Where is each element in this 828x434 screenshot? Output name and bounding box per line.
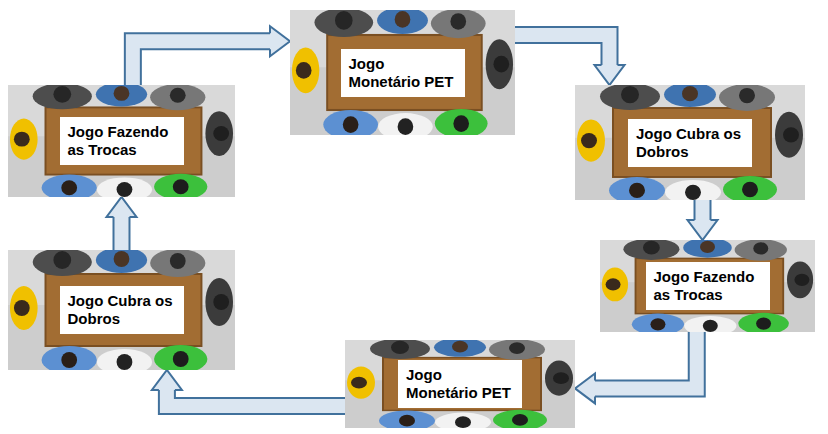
node-label: Jogo Fazendo as Trocas: [68, 123, 176, 159]
arrow-shaft: [696, 200, 710, 220]
photo-scene: [600, 240, 815, 332]
arrow-head-outline: [688, 220, 718, 240]
arrow-outline: [595, 332, 697, 388]
block-arrow: [575, 332, 697, 403]
label-card: Jogo Cubra os Dobros: [628, 119, 752, 167]
arrow-shaft: [595, 332, 697, 388]
arrow-outline: [133, 41, 270, 85]
arrow-head: [107, 197, 137, 217]
node-label: Jogo Cubra os Dobros: [68, 292, 176, 328]
arrow-outline: [167, 390, 345, 406]
block-arrow: [515, 35, 625, 85]
arrow-head: [575, 373, 595, 403]
block-arrow: [107, 197, 137, 250]
node-label: Jogo Monetário PET: [349, 55, 457, 91]
node-label: Jogo Cubra os Dobros: [636, 125, 744, 161]
photo-scene: [290, 10, 515, 135]
arrow-head-outline: [270, 26, 290, 56]
arrow-shaft: [515, 35, 610, 65]
label-card: Jogo Fazendo as Trocas: [646, 262, 770, 310]
arrow-head: [270, 26, 290, 56]
photo-box: Jogo Fazendo as Trocas: [8, 85, 235, 197]
arrow-head-outline: [152, 370, 182, 390]
arrow-outline: [515, 35, 610, 65]
arrow-head-outline: [107, 197, 137, 217]
photo-box: Jogo Monetário PET: [345, 340, 575, 428]
arrow-outline: [694, 200, 712, 220]
arrow-head-outline: [595, 65, 625, 85]
block-arrow: [688, 200, 718, 240]
arrow-head: [152, 370, 182, 390]
arrow-shaft: [167, 390, 345, 406]
label-card: Jogo Monetário PET: [398, 360, 522, 408]
photo-box: Jogo Monetário PET: [290, 10, 515, 135]
arrow-head: [595, 65, 625, 85]
photo-scene: [345, 340, 575, 428]
photo-box: Jogo Cubra os Dobros: [8, 250, 235, 370]
photo-box: Jogo Cubra os Dobros: [575, 85, 805, 200]
photo-scene: [575, 85, 805, 200]
node-label: Jogo Fazendo as Trocas: [654, 268, 762, 304]
node-label: Jogo Monetário PET: [406, 366, 514, 402]
arrow-shaft: [133, 41, 270, 85]
photo-scene: [8, 85, 235, 197]
photo-scene: [8, 250, 235, 370]
label-card: Jogo Cubra os Dobros: [60, 286, 184, 334]
photo-box: Jogo Fazendo as Trocas: [600, 240, 815, 332]
arrow-head-outline: [575, 373, 595, 403]
arrow-head: [688, 220, 718, 240]
label-card: Jogo Monetário PET: [341, 49, 465, 97]
arrow-shaft: [115, 217, 129, 250]
block-arrow: [133, 26, 290, 85]
block-arrow: [152, 370, 345, 406]
label-card: Jogo Fazendo as Trocas: [60, 117, 184, 165]
arrow-outline: [113, 217, 131, 250]
